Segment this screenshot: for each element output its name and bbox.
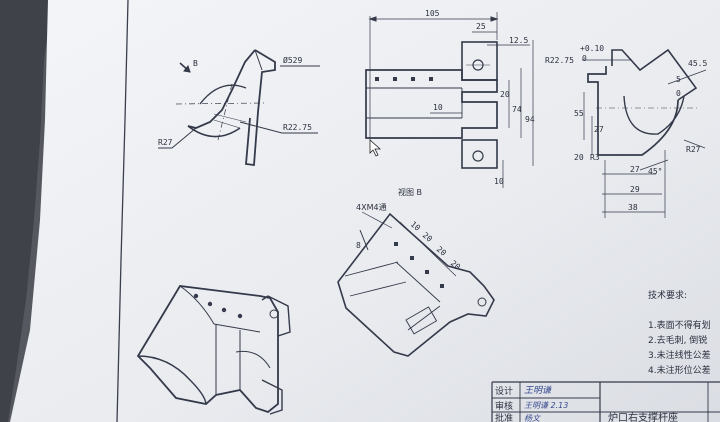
view-b-holes xyxy=(394,242,444,288)
title-block xyxy=(491,381,720,422)
signature-approve: 杨文 xyxy=(524,414,541,422)
notes-heading: 技术要求: xyxy=(648,289,687,301)
radius-inner-label: R22.75 xyxy=(283,123,312,132)
drawing-frame-line xyxy=(116,0,129,422)
side-view xyxy=(582,48,707,218)
part-name: 炉口右支撑杆座 xyxy=(608,411,678,422)
dim-55: 55 xyxy=(574,109,584,118)
front-view-labels: 105 25 12.5 10 20 74 94 10 xyxy=(425,9,535,186)
note-4: 4.未注形位公差 xyxy=(648,364,711,376)
tolerance-zero: 0 xyxy=(582,54,587,63)
dim-8: 8 xyxy=(356,241,361,250)
paper-sheet xyxy=(10,0,720,422)
section-b-label: B xyxy=(193,59,198,68)
dim-20-side: 20 xyxy=(574,153,584,162)
dim-29: 29 xyxy=(630,185,640,194)
page-curl-shadow xyxy=(0,0,52,422)
signature-design: 王明谦 xyxy=(524,385,552,396)
holes-callout: 4XM4通 xyxy=(356,202,387,212)
dim-27: 27 xyxy=(594,125,604,134)
front-view xyxy=(365,12,534,188)
side-r2275: R22.75 xyxy=(545,56,574,65)
dim-0: 0 xyxy=(676,89,681,98)
bottom-left-isometric xyxy=(136,285,291,415)
dim-25: 25 xyxy=(476,22,486,31)
dim-45-5: 45.5 xyxy=(688,59,707,68)
dim-10: 10 xyxy=(433,103,443,112)
view-b xyxy=(337,211,495,357)
bottom-left-holes xyxy=(193,293,243,319)
note-1: 1.表面不得有划 xyxy=(648,319,711,331)
note-2: 2.去毛刺, 倒锐 xyxy=(648,334,707,346)
dim-38: 38 xyxy=(628,203,638,212)
side-view-labels: +0.10 0 R22.75 45.5 5 0 55 27 20 R3 R27 … xyxy=(545,44,707,212)
front-view-holes xyxy=(375,77,433,81)
dim-105: 105 xyxy=(425,9,440,18)
note-3: 3.未注线性公差 xyxy=(648,349,711,361)
tolerance-plus: +0.10 xyxy=(580,44,604,53)
signature-review: 王明谦 2.13 xyxy=(524,401,568,410)
mouse-cursor xyxy=(369,139,382,157)
label-approve: 批准 xyxy=(495,412,513,422)
dim-74: 74 xyxy=(512,105,522,114)
label-review: 审核 xyxy=(495,400,513,412)
title-block-text: 设计 审核 批准 王明谦 王明谦 2.13 杨文 炉口右支撑杆座 xyxy=(495,385,678,422)
top-left-labels: B Ø529 R22.75 R27 xyxy=(158,55,312,147)
side-r27: R27 xyxy=(686,145,701,154)
radius-outer-label: R27 xyxy=(158,138,173,147)
ink-layer xyxy=(136,12,720,422)
view-b-title: 视图 B xyxy=(398,187,422,197)
dim-27b: 27 xyxy=(630,165,640,174)
dim-94: 94 xyxy=(525,115,535,124)
technical-notes: 技术要求: 1.表面不得有划 2.去毛刺, 倒锐 3.未注线性公差 4.未注形位… xyxy=(648,289,711,376)
dim-10b: 10 xyxy=(494,177,504,186)
angle-45: 45° xyxy=(648,167,662,176)
dim-20: 20 xyxy=(500,90,510,99)
label-design: 设计 xyxy=(495,385,513,397)
diameter-label: Ø529 xyxy=(283,55,302,65)
dim-5: 5 xyxy=(676,75,681,84)
top-left-section-view xyxy=(158,49,320,167)
dim-12-5: 12.5 xyxy=(509,36,528,45)
radius-3: R3 xyxy=(590,153,600,162)
